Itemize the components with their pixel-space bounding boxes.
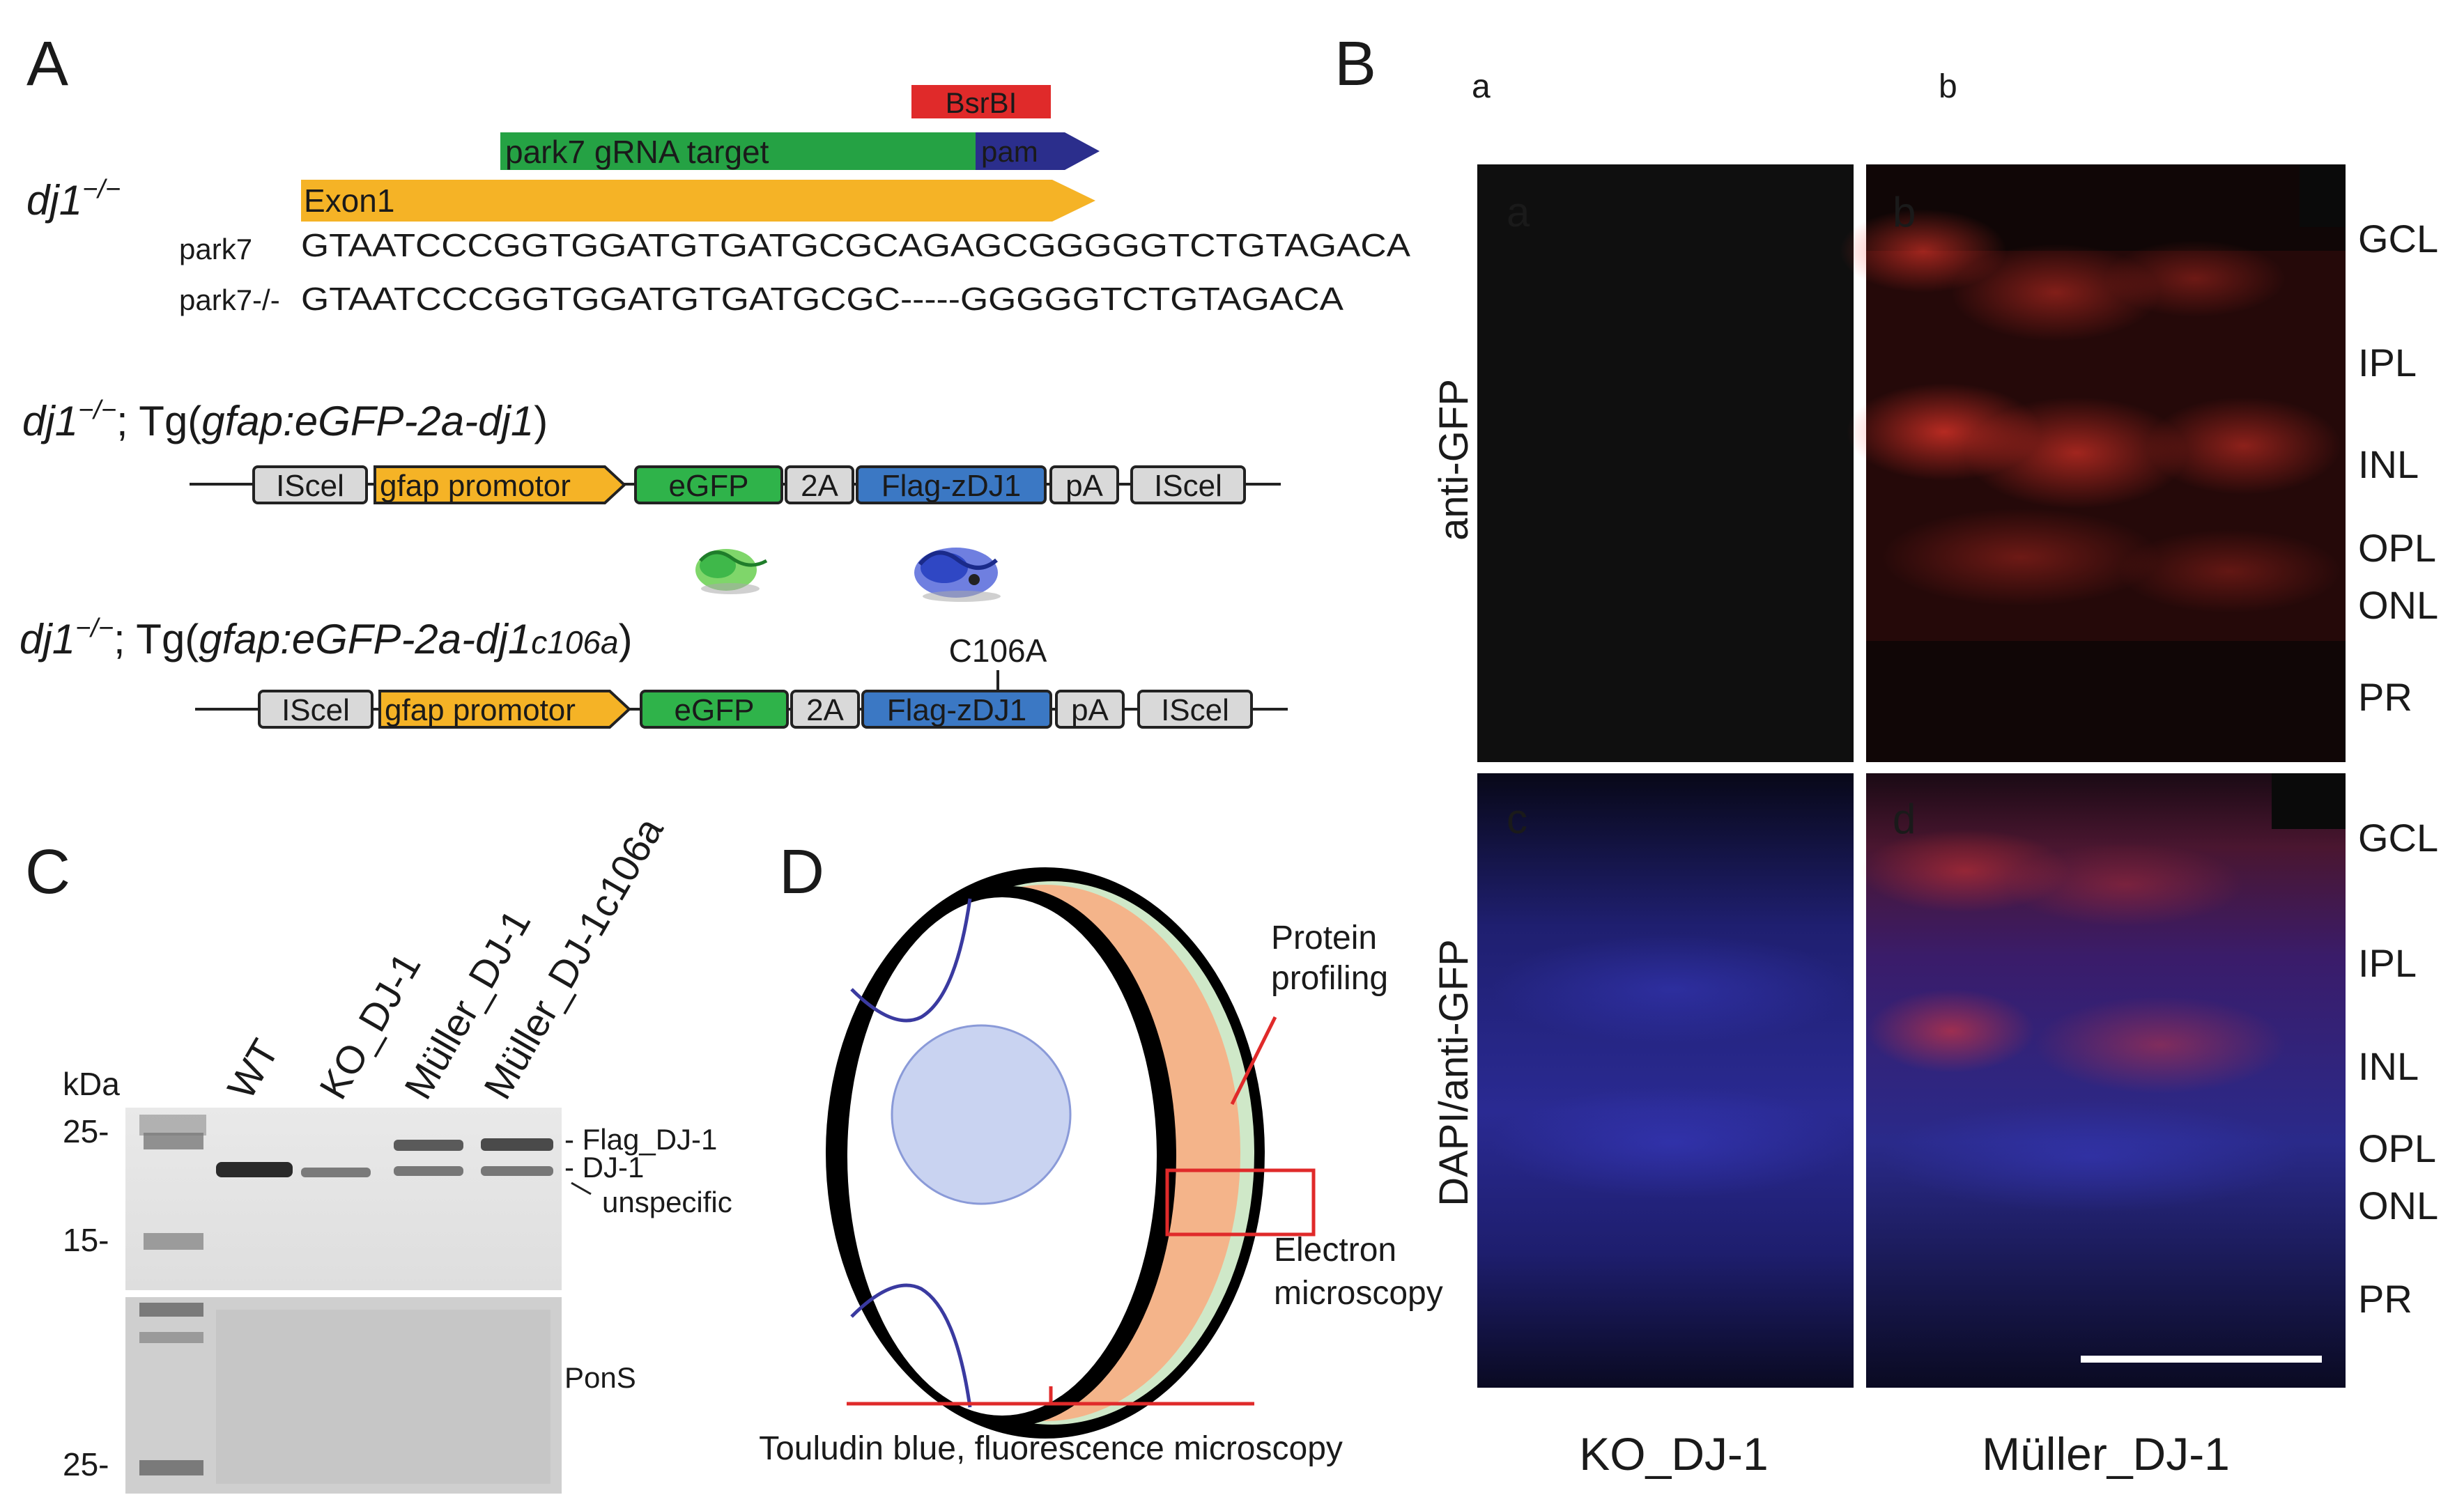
layer-top-opl: OPL [2358,526,2436,570]
seq-wt-label: park7 [179,233,252,265]
construct-2: IScel gfap promotor eGFP 2A Flag-zDJ1 pA… [195,690,1288,729]
label-touludin-blue: Touludin blue, fluorescence microscopy [759,1430,1343,1467]
pons-blot [125,1297,562,1494]
construct1-2a: 2A [801,469,838,503]
label-protein-profiling-2: profiling [1271,960,1388,997]
construct1-flag-zdj1: Flag-zDJ1 [881,469,1022,503]
pam-label: pam [981,135,1038,168]
lane-label-wt: WT [219,1032,287,1106]
layer-top-pr: PR [2358,675,2412,719]
construct2-iscel-left: IScel [282,693,350,727]
dj1-protein-icon [914,548,1001,602]
layer-bottom-opl: OPL [2358,1126,2436,1170]
micrograph-a [1477,164,1854,762]
genotype-dj1-ko-label: dj1−/− [26,175,121,224]
construct2-gfap-promotor: gfap promotor [385,693,576,727]
micrograph-c-letter: c [1507,796,1527,842]
layer-top-gcl: GCL [2358,217,2438,261]
micrograph-c [1477,773,1854,1388]
band-c106a-unspecific [481,1166,553,1176]
eye-diagram [826,867,1316,1439]
bsrbi-label: BsrBI [946,86,1017,119]
layer-bottom-inl: INL [2358,1044,2419,1088]
micrograph-b [1840,164,2346,762]
panel-letter-a: A [26,29,68,99]
genotype-dj1-c106a-label: dj1−/−; Tg(gfap:eGFP-2a-dj1c106a) [20,614,633,662]
layer-bottom-gcl: GCL [2358,816,2438,860]
band-muller-flag [394,1140,463,1151]
construct2-pa: pA [1071,693,1109,727]
construct1-iscel-right: IScel [1154,469,1222,503]
band-label-flag-dj1: - Flag_DJ-1 [564,1123,717,1156]
construct-1: IScel gfap promotor eGFP 2A Flag-zDJ1 pA… [190,465,1281,504]
panel-letter-d: D [779,837,824,907]
row-label-anti-gfp: anti-GFP [1431,379,1477,541]
exon1-arrow [301,180,1095,222]
label-electron-microscopy-2: microscopy [1274,1275,1443,1312]
c106a-mutation-label: C106A [949,633,1047,669]
panel-a: A dj1−/− BsrBI park7 gRNA target pam Exo… [20,29,1410,729]
band-label-unspecific: unspecific [602,1186,732,1218]
band-wt-dj1 [216,1162,293,1177]
construct1-iscel-left: IScel [276,469,344,503]
egfp-protein-icon [695,549,768,594]
em-region-box [1165,1168,1316,1237]
band-label-unspecific-leader [571,1181,592,1195]
construct1-egfp: eGFP [669,469,749,503]
bsrbi-site-box [911,85,1051,118]
band-c106a-flag [481,1138,553,1151]
construct1-gfap-promotor: gfap promotor [380,469,571,503]
faint-label-b: b [1939,68,1957,105]
panel-b: B a b anti-GFP DAPI/anti-GFP a b [1334,29,2438,1480]
micrograph-a-letter: a [1507,189,1530,235]
exon1-label: Exon1 [304,183,394,219]
marker-25-bottom: 25- [63,1446,109,1482]
grna-target-bar [500,132,981,170]
micrograph-d-letter: d [1893,796,1916,842]
layer-bottom-pr: PR [2358,1277,2412,1321]
layer-bottom-ipl: IPL [2358,941,2417,985]
construct1-pa: pA [1065,469,1103,503]
iris-top [850,898,972,1023]
marker-15: 15- [63,1222,109,1258]
label-electron-microscopy-1: Electron [1274,1232,1396,1269]
layer-top-inl: INL [2358,442,2419,486]
grna-target-label: park7 gRNA target [505,134,769,170]
seq-ko-label: park7-/- [179,284,280,316]
western-blot [125,1108,562,1290]
band-muller-unspecific [394,1166,463,1176]
layer-top-ipl: IPL [2358,341,2417,385]
band-ko-unspecific [301,1168,371,1177]
layer-top-onl: ONL [2358,583,2438,627]
iris-bottom [850,1283,972,1408]
column-label-muller: Müller_DJ-1 [1982,1428,2230,1480]
genotype-dj1-tg-label: dj1−/−; Tg(gfap:eGFP-2a-dj1) [22,396,548,444]
panel-d: D Protein profiling Electron microscopy … [759,837,1443,1467]
construct2-2a: 2A [806,693,844,727]
layer-bottom-onl: ONL [2358,1184,2438,1227]
lens-icon [891,1024,1072,1205]
micrograph-d [1861,773,2346,1388]
band-label-dj1: - DJ-1 [564,1151,644,1184]
panel-letter-b: B [1334,29,1376,99]
row-label-dapi-anti-gfp: DAPI/anti-GFP [1431,939,1477,1207]
panel-c: C WT KO_DJ-1 Müller_DJ-1 Müller_DJ-1c106… [25,809,732,1494]
construct2-flag-zdj1: Flag-zDJ1 [887,693,1027,727]
seq-ko: GTAATCCCGGTGGATGTGATGCGC-----GGGGGTCTGTA… [301,281,1343,317]
protein-pointer [1230,1016,1277,1106]
construct2-egfp: eGFP [675,693,755,727]
scale-bar [2081,1356,2322,1363]
panel-letter-c: C [25,837,70,907]
marker-25-top: 25- [63,1113,109,1149]
label-protein-profiling-1: Protein [1271,920,1377,956]
pons-label: PonS [564,1361,636,1394]
column-label-ko: KO_DJ-1 [1579,1428,1768,1480]
faint-label-a: a [1472,68,1491,105]
micrograph-b-letter: b [1893,189,1916,235]
kda-label: kDa [63,1066,120,1102]
seq-wt: GTAATCCCGGTGGATGTGATGCGCAGAGCGGGGGTCTGTA… [301,227,1410,263]
pam-arrow [976,132,1100,170]
construct2-iscel-right: IScel [1161,693,1229,727]
